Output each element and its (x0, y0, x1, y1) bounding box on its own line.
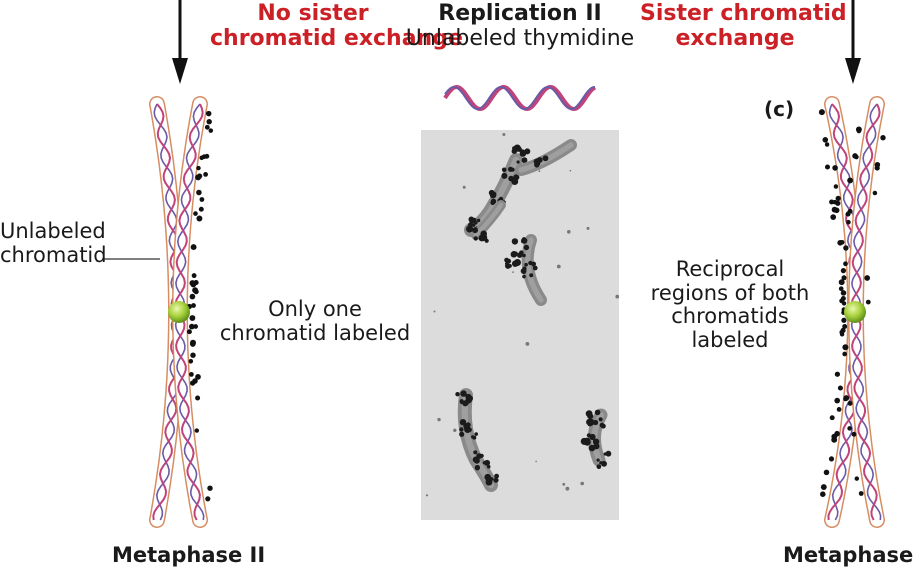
label-grains (864, 135, 886, 305)
label-grains (186, 110, 214, 502)
micrograph-chromosome (580, 408, 612, 470)
chromosome-left (149, 96, 214, 528)
micrograph-image (421, 130, 619, 520)
only-one-label: Only one chromatid labeled (219, 297, 411, 345)
micrograph-chromosome (464, 144, 531, 237)
reciprocal-label: Reciprocal regions of both chromatids la… (650, 257, 810, 352)
micrograph-chromosome (504, 234, 547, 306)
replication-subtitle: Unlabeled thymidine (405, 25, 635, 51)
dna-helix-icon (443, 84, 597, 112)
replication-header: Replication II Unlabeled thymidine (405, 1, 635, 51)
replication-title: Replication II (438, 1, 602, 26)
label-grains (820, 307, 849, 497)
unlabeled-chromatid-label: Unlabeled chromatid (0, 219, 107, 267)
down-arrow-icon (845, 0, 861, 84)
chromosome-right (818, 96, 886, 528)
panel-letter: (c) (764, 97, 795, 121)
no-exchange-label: No sister chromatid exchange (210, 1, 463, 51)
label-grains (838, 126, 862, 301)
centromere-icon (168, 301, 190, 323)
centromere-icon (844, 301, 866, 323)
down-arrow-icon (172, 0, 188, 84)
metaphase-right-label: Metaphase II (783, 543, 922, 567)
exchange-label: Sister chromatid exchange (640, 1, 847, 51)
micrograph-chromosome (471, 200, 506, 243)
micrograph-chromosome (455, 388, 499, 492)
micrograph-chromosome (515, 139, 577, 176)
metaphase-left-label: Metaphase II (112, 543, 266, 567)
